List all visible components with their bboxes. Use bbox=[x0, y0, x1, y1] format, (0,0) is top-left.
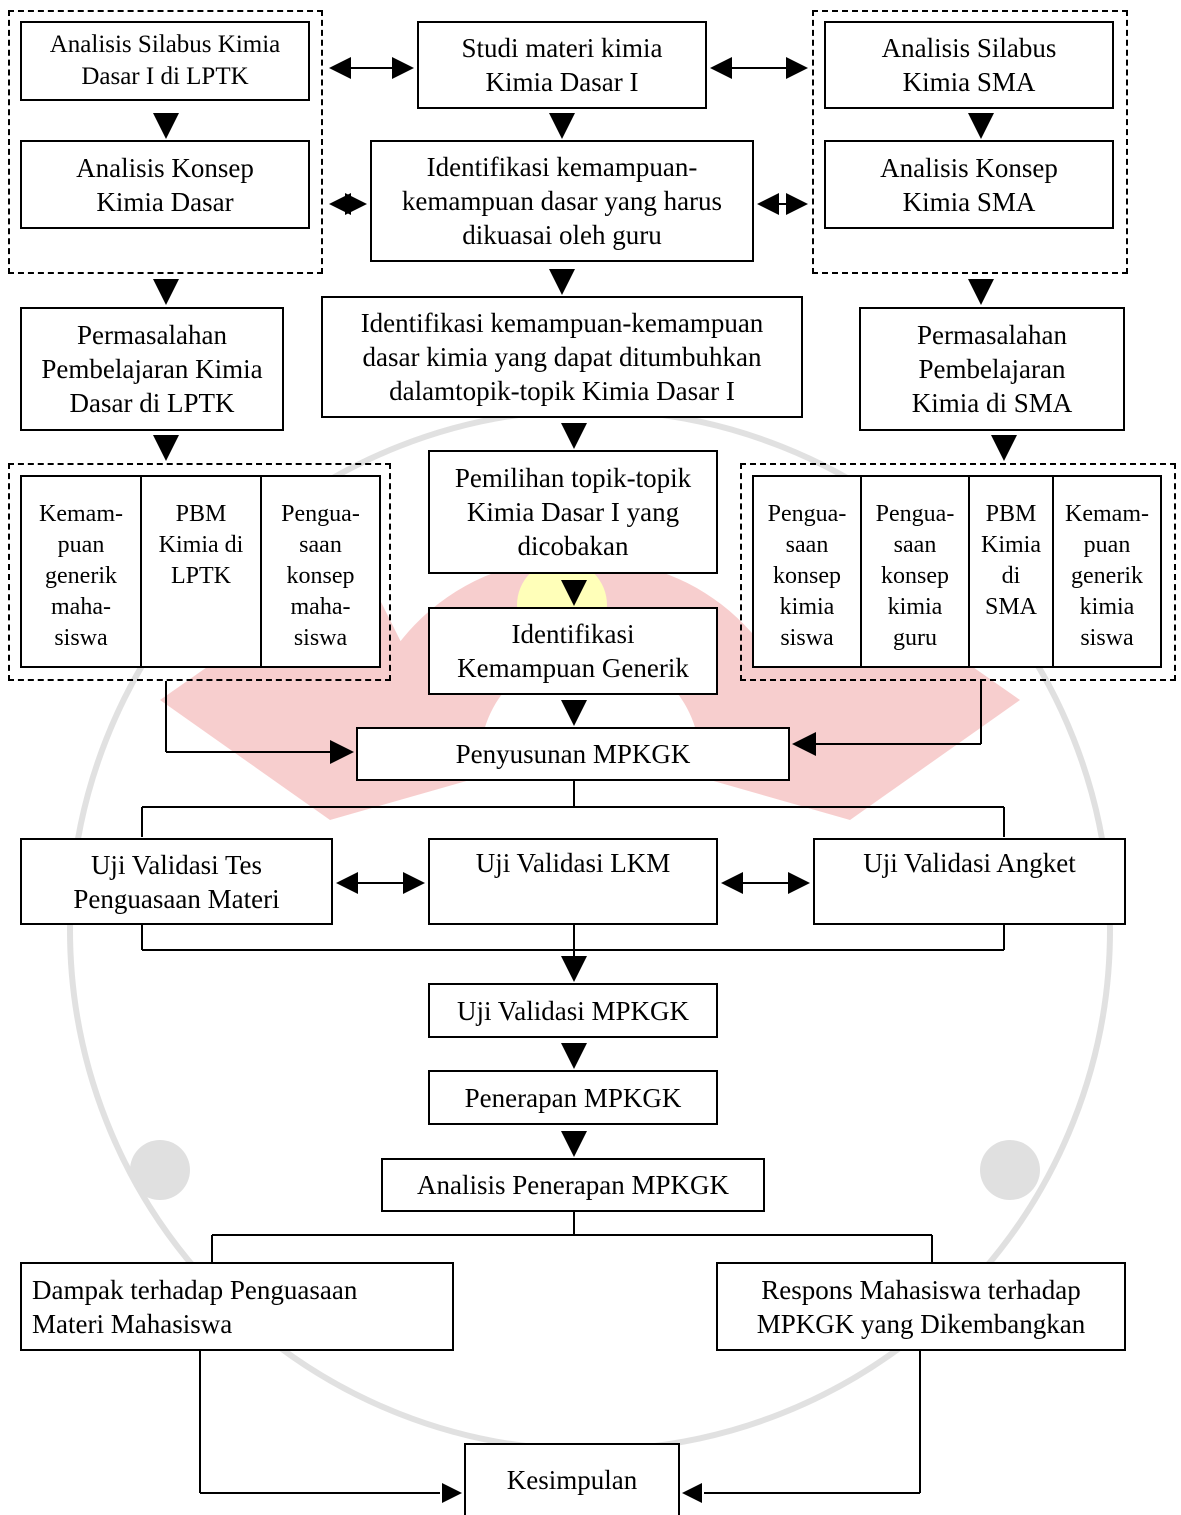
cell-sma-kemampuan: Kemam- puan generik kimia siswa bbox=[1065, 501, 1149, 651]
arrow-down-silabus-sma-konsep bbox=[968, 113, 994, 139]
arrow-silabus-studi-head-right bbox=[392, 57, 414, 79]
box-identifikasi-generik: Identifikasi Kemampuan Generik bbox=[428, 607, 718, 695]
box-konsep-sma: Analisis Konsep Kimia SMA bbox=[824, 140, 1114, 229]
cell-lptk-pbm: PBM Kimia di LPTK bbox=[142, 477, 262, 666]
cell-sma-konsep-guru: Pengua- saan konsep kimia guru bbox=[862, 477, 970, 666]
arrow-down-topik-pemilihan bbox=[561, 423, 587, 449]
arrow-lkm-angket-head-right bbox=[788, 872, 810, 894]
box-kesimpulan: Kesimpulan bbox=[464, 1443, 680, 1515]
table-sma-factors: Pengua- saan konsep kimia siswa Pengua- … bbox=[752, 475, 1162, 668]
cell-lptk-kemampuan: Kemam- puan generik maha- siswa bbox=[22, 477, 142, 666]
arrow-down-pemilihan-generik bbox=[561, 580, 587, 606]
box-uji-angket: Uji Validasi Angket bbox=[813, 838, 1126, 925]
arrow-dampak-to-kesimpulan bbox=[442, 1483, 462, 1503]
box-studi-materi: Studi materi kimia Kimia Dasar I bbox=[417, 21, 707, 109]
seal-dot-left bbox=[130, 1140, 190, 1200]
box-analisis-penerapan: Analisis Penerapan MPKGK bbox=[381, 1158, 765, 1212]
box-pemilihan-topik: Pemilihan topik-topik Kimia Dasar I yang… bbox=[428, 450, 718, 574]
arrow-down-to-analisis bbox=[561, 1131, 587, 1157]
box-penerapan: Penerapan MPKGK bbox=[428, 1070, 718, 1125]
arrow-down-masalah-lptk-factors bbox=[153, 435, 179, 461]
box-respons: Respons Mahasiswa terhadap MPKGK yang Di… bbox=[716, 1262, 1126, 1351]
arrow-lptk-to-penyusunan bbox=[330, 740, 354, 764]
cell-lptk-penguasaan: Pengua- saan konsep maha- siswa bbox=[281, 501, 360, 651]
arrow-down-silabus-konsep bbox=[153, 113, 179, 139]
cell-sma-pbm: PBM Kimia di SMA bbox=[970, 477, 1054, 666]
arrow-studi-silabus-sma-head-right bbox=[786, 57, 808, 79]
arrow-konsep-identifikasi-head-right bbox=[345, 193, 367, 215]
arrow-down-masalah-sma-factors bbox=[991, 435, 1017, 461]
arrow-identifikasi-konsep-sma-head-right bbox=[786, 193, 808, 215]
box-dampak: Dampak terhadap Penguasaan Materi Mahasi… bbox=[20, 1262, 454, 1351]
arrow-identifikasi-konsep-sma-head-left bbox=[757, 193, 779, 215]
box-penyusunan: Penyusunan MPKGK bbox=[356, 727, 790, 781]
box-masalah-sma: Permasalahan Pembelajaran Kimia di SMA bbox=[859, 307, 1125, 431]
arrow-tes-lkm-head-left bbox=[336, 872, 358, 894]
arrow-lkm-angket-head-left bbox=[721, 872, 743, 894]
sma-analysis-group bbox=[812, 10, 1128, 274]
arrow-respons-to-kesimpulan bbox=[682, 1483, 702, 1503]
arrow-down-to-uji-mpkgk bbox=[561, 956, 587, 982]
box-uji-lkm: Uji Validasi LKM bbox=[428, 838, 718, 925]
box-identifikasi-topik: Identifikasi kemampuan-kemampuan dasar k… bbox=[321, 296, 803, 418]
arrow-down-studi-identifikasi bbox=[549, 113, 575, 139]
box-uji-tes: Uji Validasi Tes Penguasaan Materi bbox=[20, 838, 333, 925]
arrow-down-identifikasi-topik bbox=[549, 269, 575, 295]
cell-sma-konsep-siswa: Pengua- saan konsep kimia siswa bbox=[754, 477, 862, 666]
box-silabus-lptk: Analisis Silabus Kimia Dasar I di LPTK bbox=[20, 21, 310, 101]
arrow-down-group-masalah-sma bbox=[968, 279, 994, 305]
sma-factors-group bbox=[740, 463, 1176, 681]
seal-dot-right bbox=[980, 1140, 1040, 1200]
box-identifikasi-guru: Identifikasi kemampuan- kemampuan dasar … bbox=[370, 140, 754, 262]
arrow-studi-silabus-sma-head-left bbox=[710, 57, 732, 79]
box-uji-mpkgk: Uji Validasi MPKGK bbox=[428, 983, 718, 1038]
arrow-down-to-penerapan bbox=[561, 1043, 587, 1069]
box-masalah-lptk: Permasalahan Pembelajaran Kimia Dasar di… bbox=[20, 307, 284, 431]
box-silabus-sma: Analisis Silabus Kimia SMA bbox=[824, 21, 1114, 109]
arrow-silabus-studi-head-left bbox=[329, 57, 351, 79]
arrow-tes-lkm-head-right bbox=[403, 872, 425, 894]
lptk-factors-group bbox=[8, 463, 391, 681]
lptk-analysis-group bbox=[8, 10, 323, 274]
table-lptk-factors: Kemam- puan generik maha- siswa PBM Kimi… bbox=[20, 475, 381, 668]
arrow-down-generik-penyusunan bbox=[561, 700, 587, 726]
arrow-down-group-masalah-lptk bbox=[153, 279, 179, 305]
box-konsep-dasar: Analisis Konsep Kimia Dasar bbox=[20, 140, 310, 229]
arrow-sma-to-penyusunan bbox=[792, 732, 816, 756]
